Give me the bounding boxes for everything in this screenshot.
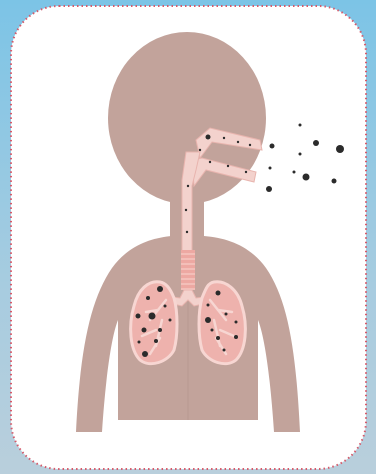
particle-icon [299,124,302,127]
particle-icon [299,153,302,156]
particle-icon [164,305,167,308]
particle-icon [206,135,211,140]
particle-icon [185,209,187,211]
particle-icon [142,351,148,357]
particle-icon [138,341,141,344]
particle-icon [303,174,310,181]
particle-icon [209,161,211,163]
particle-icon [223,137,225,139]
particle-icon [223,349,226,352]
particle-icon [158,328,162,332]
particle-icon [216,291,221,296]
particle-icon [270,144,275,149]
particle-icon [187,185,189,187]
particle-icon [237,141,239,143]
particle-icon [146,296,150,300]
particle-icon [142,328,147,333]
particle-icon [336,145,344,153]
particle-icon [269,167,272,170]
particle-icon [169,319,172,322]
particle-icon [234,335,238,339]
particle-icon [211,329,214,332]
particle-icon [216,336,220,340]
particle-icon [266,186,272,192]
particle-icon [186,231,188,233]
particle-icon [249,144,251,146]
particle-icon [313,140,319,146]
particle-icon [207,304,210,307]
particle-icon [225,313,228,316]
particle-icon [149,313,156,320]
right-lung [199,282,245,364]
particle-icon [157,286,163,292]
particle-icon [332,179,337,184]
particle-icon [199,149,201,151]
particle-icon [235,321,238,324]
particle-icon [205,317,211,323]
particle-icon [154,339,158,343]
left-lung [131,282,177,364]
particle-icon [227,165,229,167]
particle-icon [136,314,141,319]
particle-icon [245,171,247,173]
particle-icon [293,171,296,174]
